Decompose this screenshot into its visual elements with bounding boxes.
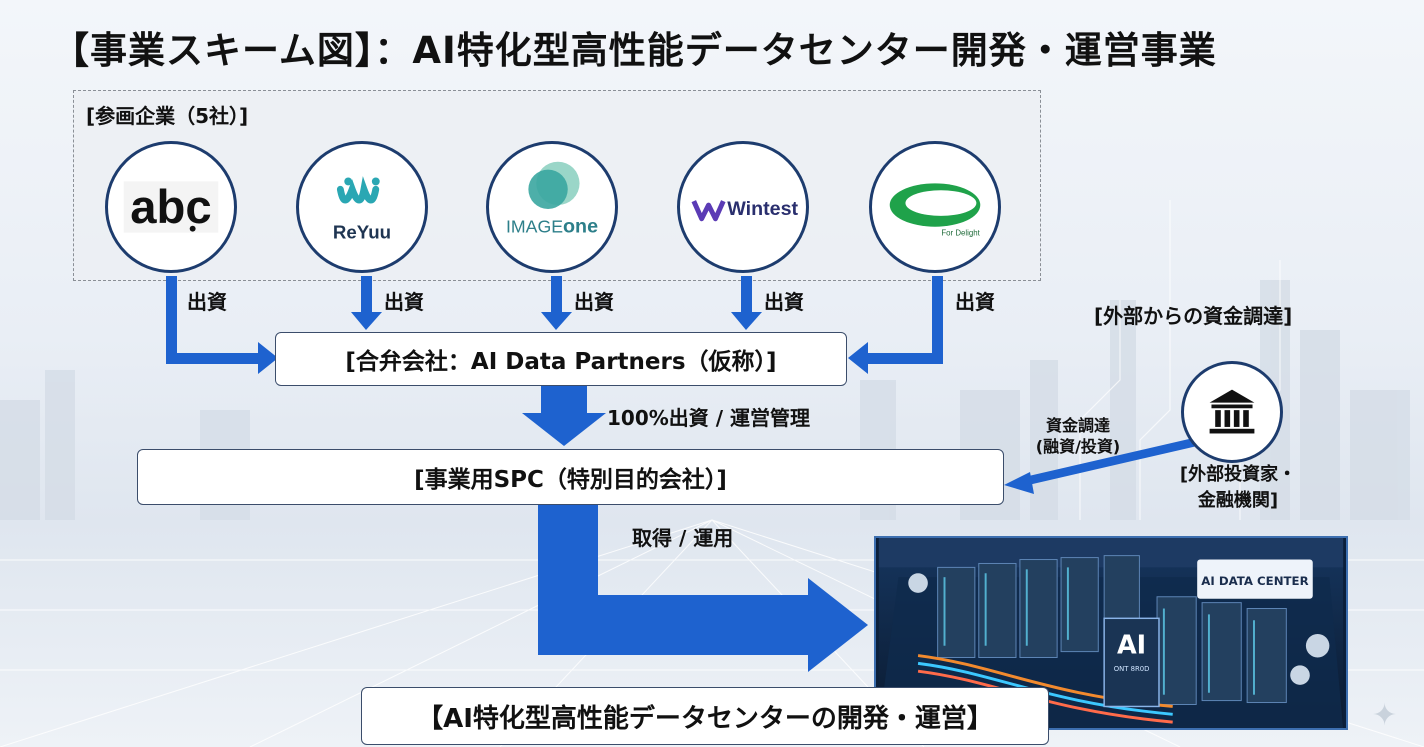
bank-icon — [1181, 361, 1283, 463]
logo-fordelight: For Delight — [869, 141, 1001, 273]
svg-text:abc: abc — [130, 181, 211, 234]
invest-label-1: 出資 — [187, 290, 227, 314]
invest-label-4: 出資 — [764, 290, 804, 314]
jv-to-spc-label: 100%出資 / 運営管理 — [607, 406, 811, 430]
logo-imageone: IMAGEone — [486, 141, 618, 273]
svg-text:For Delight: For Delight — [941, 229, 980, 238]
logo-abc: abc — [105, 141, 237, 273]
svg-text:AI: AI — [1117, 631, 1146, 661]
datacenter-caption-box: 【AI特化型高性能データセンターの開発・運営】 — [361, 687, 1049, 745]
jv-label: [合弁会社：AI Data Partners（仮称）] — [345, 349, 777, 375]
invest-label-3: 出資 — [574, 290, 614, 314]
svg-text:Wintest: Wintest — [727, 198, 798, 220]
external-flow-label: 資金調達 (融資/投資) — [1035, 416, 1121, 456]
page-title: 【事業スキーム図】：AI特化型高性能データセンター開発・運営事業 — [52, 29, 1217, 72]
external-funding-heading: [外部からの資金調達] — [1094, 304, 1293, 328]
datacenter-sign — [1197, 559, 1313, 599]
external-investors-label: [外部投資家・ 金融機関] — [1179, 464, 1297, 511]
invest-label-5: 出資 — [955, 290, 995, 314]
spc-box: [事業用SPC（特別目的会社）] — [137, 449, 1004, 505]
svg-text:ONT 8R0D: ONT 8R0D — [1114, 665, 1150, 673]
svg-text:AI DATA CENTER: AI DATA CENTER — [1201, 574, 1308, 588]
invest-label-2: 出資 — [384, 290, 424, 314]
sparkle-icon: ✦ — [1372, 698, 1398, 733]
datacenter-caption: 【AI特化型高性能データセンターの開発・運営】 — [417, 703, 993, 734]
datacenter-illustration: AI DATA CENTER AI ONT 8R0D — [874, 536, 1348, 730]
spc-to-dc-label: 取得 / 運用 — [632, 526, 734, 550]
logo-wintest: Wintest — [677, 141, 809, 273]
svg-text:IMAGEone: IMAGEone — [506, 216, 598, 238]
svg-text:ReYuu: ReYuu — [333, 222, 391, 243]
logo-reyuu: ReYuu — [296, 141, 428, 273]
jv-box: [合弁会社：AI Data Partners（仮称）] — [275, 332, 847, 386]
spc-label: [事業用SPC（特別目的会社）] — [414, 467, 727, 493]
investors-label: [参画企業（5社）] — [86, 104, 249, 128]
